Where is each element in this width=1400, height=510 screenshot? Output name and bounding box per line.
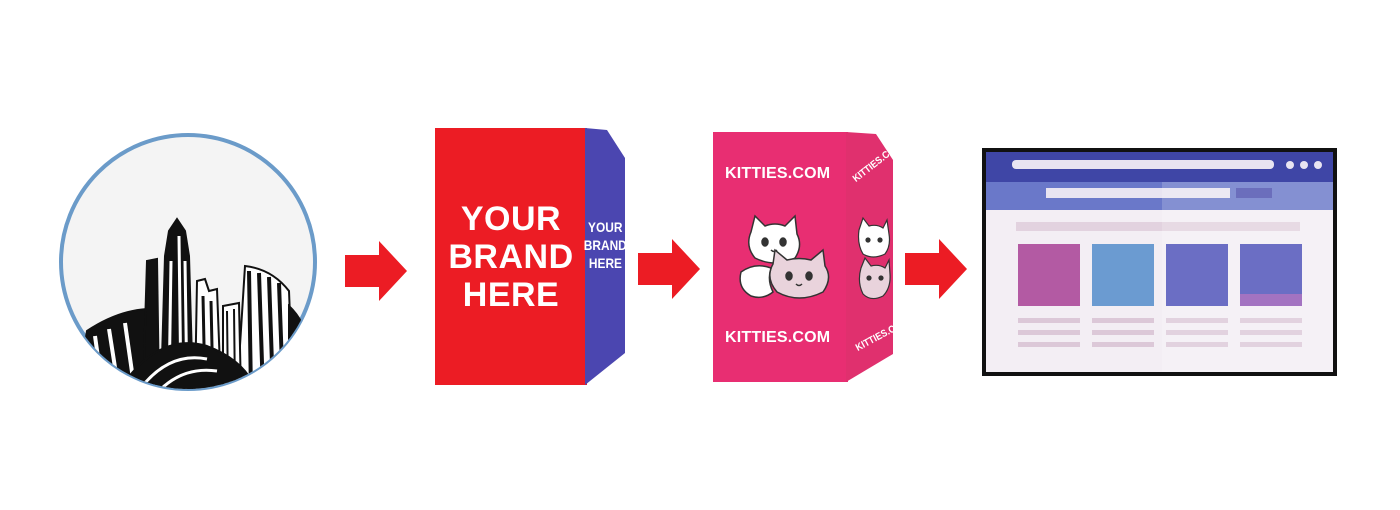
- right-arrow-icon: [638, 239, 700, 299]
- right-arrow-icon: [345, 241, 407, 301]
- brand-line-2: BRAND: [448, 237, 574, 276]
- right-arrow-icon: [905, 239, 967, 299]
- brand-box-side: [585, 128, 625, 385]
- brand-box: YOUR BRAND HERE YOUR BRAND HERE: [435, 128, 627, 385]
- kitty-box: KITTIES.COM KITTIES.COM KITTIES.COM KITT…: [713, 132, 910, 382]
- kitty-label-bottom: KITTIES.COM: [725, 329, 831, 346]
- kitty-label-top: KITTIES.COM: [725, 165, 831, 182]
- city-skyline-icon: [57, 131, 319, 393]
- brand-box-front: YOUR BRAND HERE: [435, 128, 587, 385]
- browser-window-icon: [982, 148, 1337, 376]
- brand-side-line-1: YOUR: [587, 219, 623, 235]
- brand-side-line-2: BRAND: [583, 237, 627, 253]
- brand-box-side-text: YOUR BRAND HERE: [584, 218, 627, 272]
- brand-line-1: YOUR: [460, 199, 562, 238]
- brand-side-line-3: HERE: [588, 255, 622, 271]
- kittens-illustration: [739, 214, 830, 299]
- kittens-side-illustration: [857, 216, 891, 300]
- brand-line-3: HERE: [462, 275, 560, 314]
